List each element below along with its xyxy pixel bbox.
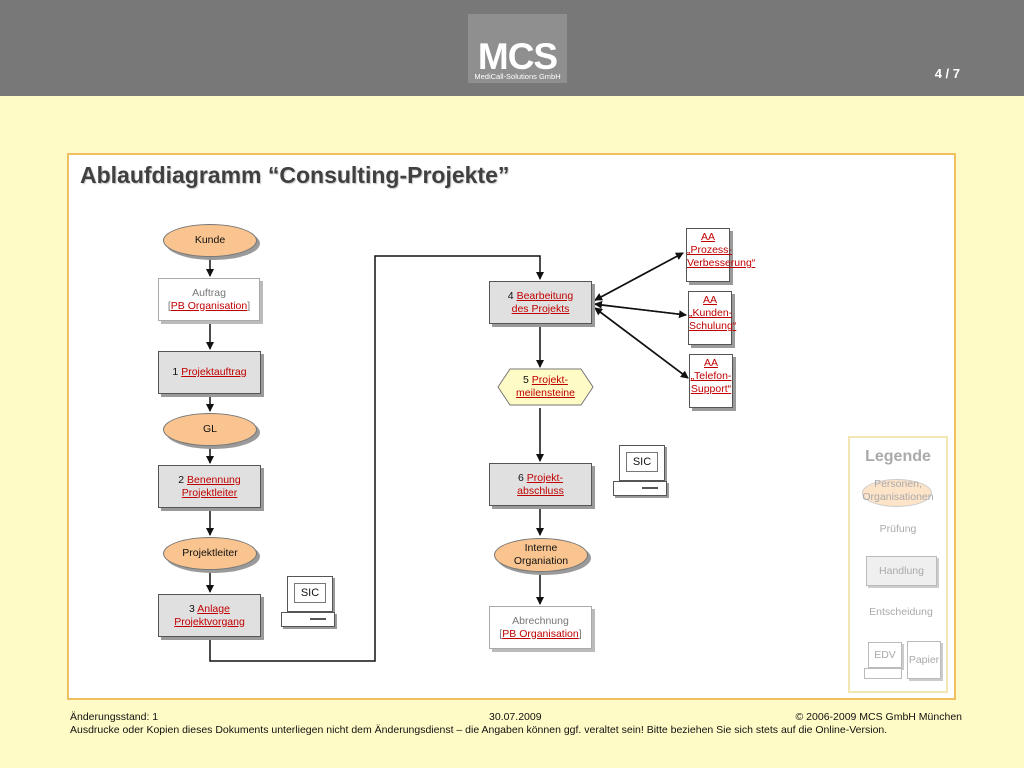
monitor-shape: SIC [619,445,665,481]
footer-note: Ausdrucke oder Kopien dieses Dokuments u… [70,724,888,736]
actor-kunde-label: Kunde [194,234,226,246]
header-bar: MCS MediCall-Solutions GmbH 4 / 7 [0,0,1024,96]
actor-gl-label: GL [202,423,217,435]
step5-line1: 5 Projekt- [523,374,568,387]
interne-line1: Interne [524,542,558,554]
logo-text: MCS [477,36,558,77]
abrechnung-link-wrap: [PB Organisation] [499,627,582,640]
legend-person-shape [862,479,932,507]
legend-title: Legende [865,448,931,465]
link-projektauftrag[interactable]: Projektauftrag [181,366,247,378]
keyboard-shape [281,612,335,627]
legend-edv-keyboard [864,668,902,679]
abrechnung-text: Abrechnung [512,614,569,627]
link-abschluss[interactable]: abschluss [517,484,564,497]
actor-interne-organiation: Interne Organiation [494,538,588,572]
link-projekt-milestone[interactable]: Projekt- [531,374,568,386]
process-step-1: 1 Projektauftrag [158,351,261,394]
mcs-logo: MCS MediCall-Solutions GmbH [468,14,567,83]
keyboard-shape [613,481,667,496]
link-projektleiter[interactable]: Projektleiter [181,486,238,499]
step2-line1: 2 Benennung [178,474,241,487]
step2-number: 2 [178,473,185,486]
process-step-6: 6 Projekt- abschluss [489,463,592,506]
aa3-line3: Support“ [690,383,732,395]
auftrag-text: Auftrag [192,286,226,299]
link-projekt-abschluss[interactable]: Projekt- [526,471,563,484]
check-shape-step5 [497,368,594,406]
actor-projektleiter-label: Projektleiter [182,547,238,559]
step3-line1: 3 Anlage [189,603,230,616]
step1-label: 1 Projektauftrag [172,366,246,379]
footer-copyright: © 2006-2009 MCS GmbH München [795,711,962,723]
aa3-line1: AA [703,357,718,369]
auftrag-link-wrap: [PB Organisation] [167,299,251,312]
aa2-line2: „Kunden- [689,307,733,319]
sic-label-2: SIC [626,452,658,472]
actor-projektleiter: Projektleiter [163,537,257,570]
link-bearbeitung[interactable]: Bearbeitung [516,289,574,302]
actor-kunde: Kunde [163,224,257,257]
step5-number: 5 [523,374,529,386]
sic-label-1: SIC [294,583,326,603]
doc-aa-telefonsupport[interactable]: AA „Telefon- Support“ [689,354,733,408]
footer-aenderungsstand: Änderungsstand: 1 [70,711,159,723]
arrow-aa3-step4 [594,307,689,379]
document-abrechnung: Abrechnung [PB Organisation] [489,606,592,649]
aa2-line3: Schulung“ [689,320,737,332]
footer: Änderungsstand: 1 30.07.2009 © 2006-2009… [70,711,962,736]
arrow-aa2-step4 [594,300,687,316]
legend-handlung: Handlung [866,556,937,586]
document-auftrag: Auftrag [PB Organisation] [158,278,260,321]
legend-edv: EDV [868,642,902,668]
process-step-3: 3 Anlage Projektvorgang [158,594,261,637]
step4-number: 4 [507,289,514,302]
legend-entscheidung: Entscheidung [869,606,933,618]
aa3-line2: „Telefon- [690,370,732,382]
doc-aa-kundenschulung[interactable]: AA „Kunden- Schulung“ [688,291,737,345]
aa1-line3: Verbesserung“ [687,257,756,269]
link-projektvorgang[interactable]: Projektvorgang [174,615,245,628]
step6-number: 6 [518,471,524,484]
process-step-2: 2 Benennung Projektleiter [158,465,261,508]
page-number: 4 / 7 [934,66,960,81]
process-step-4: 4 Bearbeitung des Projekts [489,281,592,324]
aa1-line1: AA [700,231,715,243]
legend-personen-line1: Personen, [874,478,922,490]
interne-line2: Organiation [513,555,569,567]
doc-aa-prozessverbesserung[interactable]: AA „Prozess- Verbesserung“ [686,228,756,282]
step3-number: 3 [189,602,195,615]
link-meilensteine[interactable]: meilensteine [516,387,575,399]
monitor-shape: SIC [287,576,333,612]
actor-gl: GL [163,413,257,446]
diagram-title: Ablaufdiagramm “Consulting-Projekte” [80,162,510,188]
link-benennung[interactable]: Benennung [187,473,241,486]
step6-line1: 6 Projekt- [518,472,563,485]
link-pb-organisation-2[interactable]: PB Organisation [502,627,579,640]
legend-personen: Personen, Organisationen [848,478,948,504]
link-des-projekts[interactable]: des Projekts [511,302,570,315]
link-anlage[interactable]: Anlage [197,602,230,615]
aa1-line2: „Prozess- [687,244,732,256]
legend-personen-line2: Organisationen [862,491,934,503]
step4-line1: 4 Bearbeitung [508,290,573,303]
legend-papier: Papier [907,641,941,679]
arrow-aa1-step4 [594,252,684,301]
legend-pruefung: Prüfung [879,523,917,535]
step1-number: 1 [172,366,179,378]
logo-subtitle: MediCall-Solutions GmbH [474,72,561,81]
arrow-step3-step4 [209,255,544,662]
link-pb-organisation[interactable]: PB Organisation [170,299,248,312]
check-step-5: 5 Projekt- meilensteine [498,369,593,405]
aa2-line1: AA [702,294,717,306]
footer-date: 30.07.2009 [489,711,542,723]
